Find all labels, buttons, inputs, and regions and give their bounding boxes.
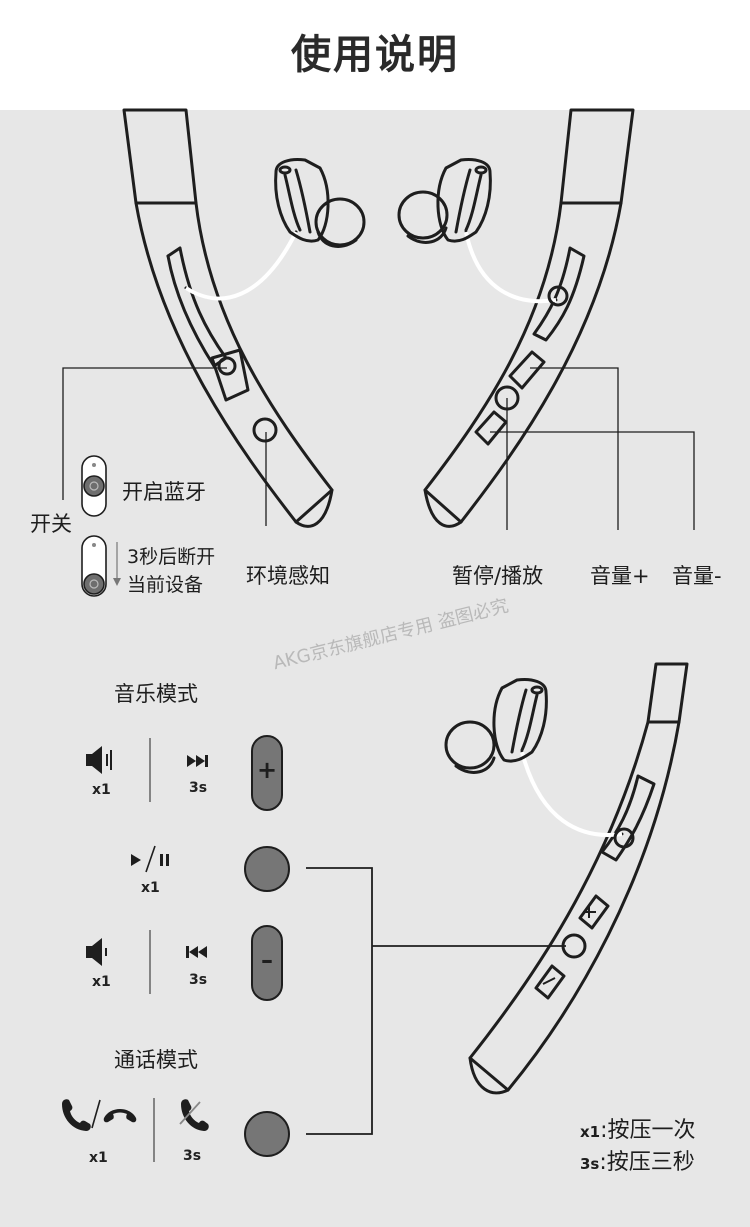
legend-x1-key: x1 bbox=[580, 1123, 601, 1141]
bt-on-label: 开启蓝牙 bbox=[122, 480, 206, 504]
left-neckband bbox=[122, 108, 334, 528]
voldown-callout-line bbox=[490, 431, 695, 530]
music-mode-title: 音乐模式 bbox=[114, 682, 198, 706]
vol-up-label: 音量+ bbox=[590, 564, 650, 588]
play-count: x1 bbox=[141, 880, 160, 896]
answer-count: x1 bbox=[89, 1150, 108, 1166]
legend-x1-text: :按压一次 bbox=[600, 1118, 696, 1143]
bottom-earbud bbox=[444, 678, 635, 849]
header: 使用说明 bbox=[0, 0, 750, 110]
minus-button bbox=[251, 925, 283, 1001]
phone-hangup-icon bbox=[103, 1109, 137, 1123]
power-button bbox=[217, 356, 237, 376]
phone-reject-icon bbox=[179, 1099, 209, 1131]
power-callout-line bbox=[62, 367, 227, 500]
plus-button bbox=[251, 735, 283, 811]
prev-count: 3s bbox=[189, 972, 208, 988]
vol-up-count: x1 bbox=[92, 782, 111, 798]
call-mode-title: 通话模式 bbox=[114, 1048, 198, 1072]
bottom-neckband bbox=[468, 662, 689, 1095]
play-button bbox=[244, 846, 290, 892]
next-count: 3s bbox=[189, 780, 208, 796]
play-pause-icon bbox=[131, 845, 169, 873]
minus-symbol: – bbox=[261, 946, 273, 974]
vol-down-count: x1 bbox=[92, 974, 111, 990]
vol-up-button-top bbox=[508, 350, 546, 390]
ambient-label: 环境感知 bbox=[246, 564, 330, 588]
ambient-button bbox=[252, 417, 278, 443]
disconnect-label-1: 3秒后断开 bbox=[127, 546, 216, 568]
right-neckband bbox=[423, 108, 635, 528]
speaker-up-icon bbox=[86, 746, 112, 774]
call-button bbox=[244, 1111, 290, 1157]
volup-callout-line bbox=[530, 367, 619, 530]
vol-down-button-top bbox=[474, 410, 508, 446]
speaker-down-icon bbox=[86, 938, 107, 966]
plus-symbol: + bbox=[256, 756, 278, 784]
legend-3s: 3s:按压三秒 bbox=[580, 1144, 695, 1176]
disconnect-label-2: 当前设备 bbox=[127, 574, 204, 596]
slash bbox=[91, 1099, 101, 1129]
legend-x1: x1:按压一次 bbox=[580, 1112, 696, 1144]
legend-3s-key: 3s bbox=[580, 1155, 600, 1173]
power-label: 开关 bbox=[30, 512, 72, 536]
reject-count: 3s bbox=[183, 1148, 202, 1164]
power-slider-icon bbox=[81, 455, 121, 597]
diagram-panel bbox=[0, 110, 750, 1227]
next-track-icon bbox=[187, 755, 208, 767]
left-earbud bbox=[184, 158, 366, 301]
pause-play-label: 暂停/播放 bbox=[452, 564, 544, 588]
right-earbud bbox=[397, 158, 569, 307]
legend-3s-text: :按压三秒 bbox=[599, 1150, 695, 1175]
vol-down-label: 音量- bbox=[672, 564, 722, 588]
phone-answer-icon bbox=[62, 1099, 91, 1131]
prev-track-icon bbox=[186, 946, 207, 958]
bracket-line bbox=[306, 867, 373, 1135]
page-title: 使用说明 bbox=[291, 32, 459, 78]
